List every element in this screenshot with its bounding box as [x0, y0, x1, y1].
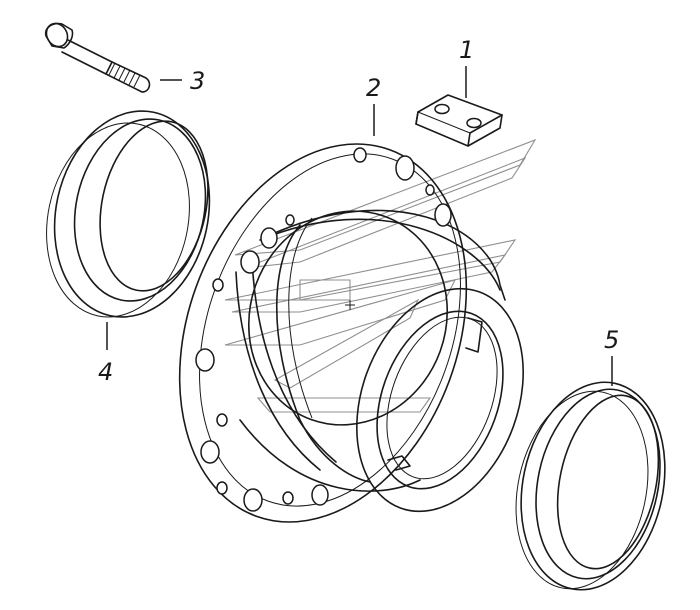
hub-front-face [356, 287, 524, 513]
hub-bore [376, 310, 504, 490]
stud-bolt-part [44, 22, 151, 93]
bearing-cup-left [46, 110, 211, 318]
callout-5: 5 [604, 326, 619, 354]
plate-hole [434, 103, 450, 115]
wheel-hub-part [178, 143, 524, 523]
callout-3: 3 [190, 67, 205, 95]
plate-part [415, 94, 503, 147]
flange-bolt-holes [195, 147, 452, 512]
plate-hole [466, 117, 482, 129]
callout-1: 1 [459, 36, 474, 64]
callout-4: 4 [98, 358, 113, 386]
watermark-logo [224, 138, 537, 413]
callout-2: 2 [366, 74, 381, 102]
hub-flange [178, 143, 468, 523]
bearing-cup-right [515, 381, 666, 591]
callout-leaders [106, 66, 613, 386]
